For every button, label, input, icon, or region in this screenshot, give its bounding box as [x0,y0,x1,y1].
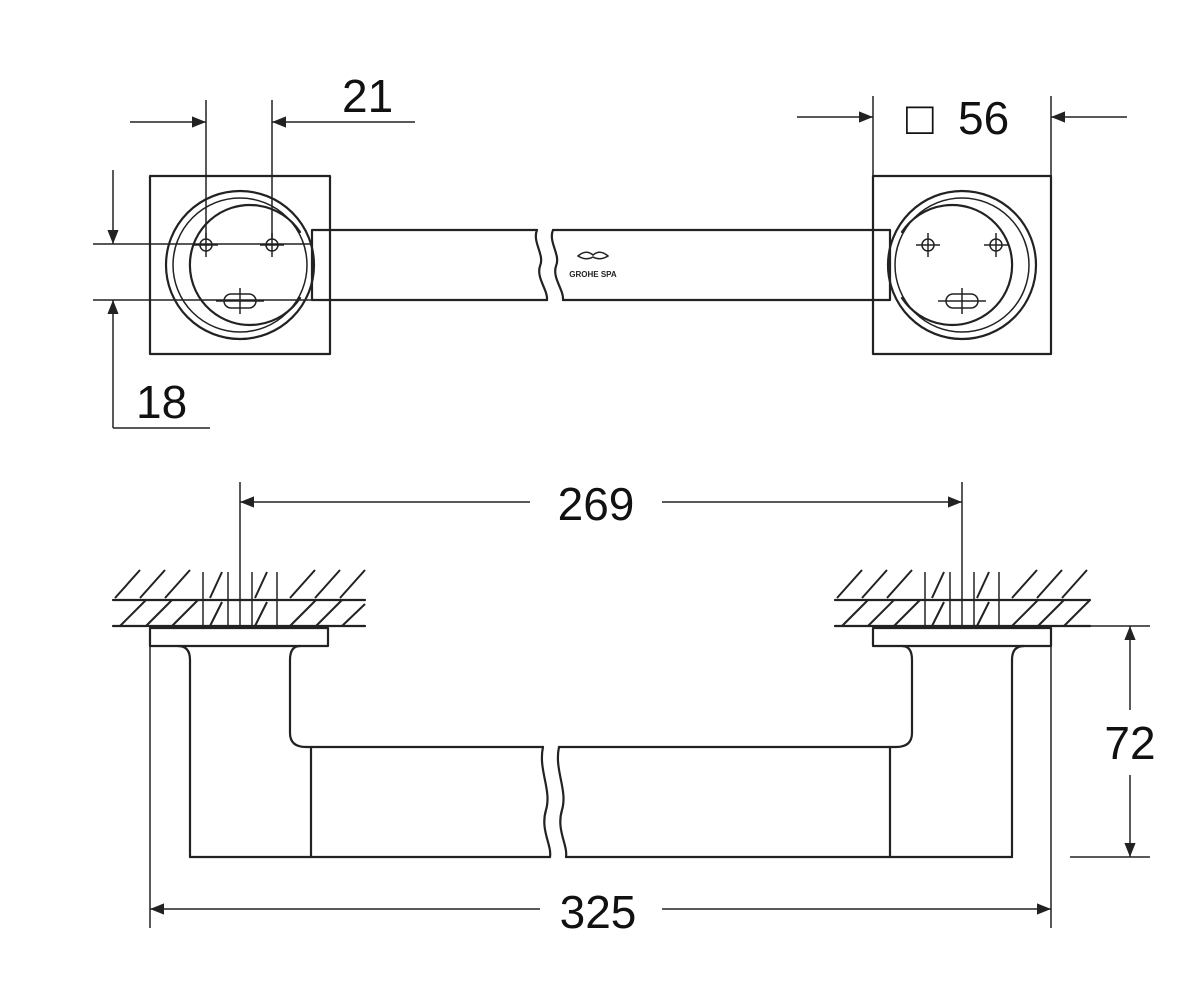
dim-overall-length-label: 325 [560,886,637,938]
wall-section-left [111,482,367,628]
slot-hole-icon [938,288,986,314]
right-bracket-side [871,626,1053,859]
left-base-plate [148,174,332,356]
right-base-plate [871,174,1053,356]
side-view: 269 72 325 [111,478,1156,938]
dim-projection-label: 72 [1104,717,1155,769]
slot-hole-icon [216,288,264,314]
square-symbol-icon: □ [906,92,934,144]
wall-section-right [833,482,1092,628]
grohe-logo: GROHE SPA [569,251,617,279]
dimension-projection: 72 [1051,625,1156,858]
mounting-hole-icon [916,233,940,257]
grab-bar-top [310,228,892,302]
logo-brand-text: GROHE SPA [569,270,617,279]
dim-bar-offset-label: 18 [136,376,187,428]
water-drop-icon [576,251,610,260]
dimension-bar-offset: 18 [93,170,312,429]
grab-bar-side [188,745,1014,859]
top-view: GROHE SPA 21 □ 56 18 [93,70,1127,429]
dim-center-distance-label: 269 [558,478,635,530]
dim-base-square-label: 56 [958,92,1009,144]
dim-hole-spacing-label: 21 [342,70,393,122]
mounting-hole-icon [984,233,1008,257]
left-bracket-side [148,626,330,859]
dimension-center-distance: 269 [240,478,962,530]
dimension-base-square: □ 56 [797,92,1127,176]
dimension-overall-length: 325 [149,646,1052,938]
dimension-hole-spacing: 21 [130,70,415,240]
